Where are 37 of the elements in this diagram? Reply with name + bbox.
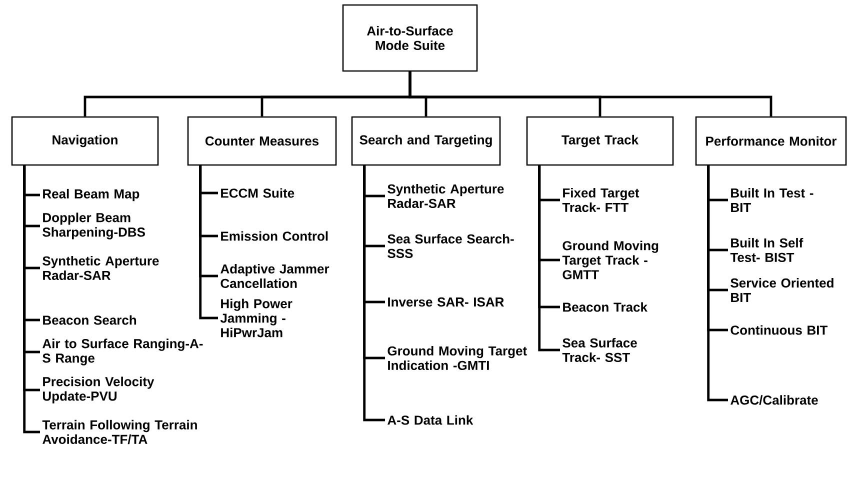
category-box: Target Track (526, 116, 674, 166)
category-box: Counter Measures (187, 116, 337, 166)
mode-label: AGC/Calibrate (730, 395, 818, 405)
mode-label: Synthetic Aperture Radar-SAR (42, 256, 159, 280)
mode-label: Beacon Track (563, 302, 648, 312)
mode-label: Service Oriented BIT (730, 278, 834, 302)
mode-label: Ground Moving Target Indication -GMTI (388, 346, 527, 370)
category-box: Search and Targeting (351, 116, 501, 166)
mode-label: Sea Surface Search-SSS (388, 234, 514, 258)
mode-label: Air to Surface Ranging-A-S Range (42, 338, 203, 366)
connector-line (23, 166, 40, 434)
connector-line (408, 72, 772, 116)
connector-line (199, 166, 218, 320)
category-box: Performance Monitor (695, 116, 847, 166)
mode-label: Continuous BIT (730, 325, 828, 335)
mode-label: ECCM Suite (221, 188, 294, 198)
mode-label: Built In Self Test- BIST (730, 238, 804, 262)
mode-label: Doppler Beam Sharpening-DBS (42, 212, 145, 240)
mode-label: Fixed Target Track- FTT (562, 188, 640, 212)
connector-line (538, 166, 560, 352)
mode-label: Inverse SAR- ISAR (388, 297, 504, 307)
mode-label: Terrain Following Terrain Avoidance-TF/TA (42, 420, 197, 444)
mode-label: High Power Jamming -HiPwrJam (220, 298, 292, 338)
mode-label: Real Beam Map (43, 188, 140, 202)
mode-label: Adaptive Jammer Cancellation (220, 264, 330, 288)
mode-label: A-S Data Link (388, 415, 474, 425)
connector-line (363, 166, 385, 422)
mode-label: Built In Test - BIT (731, 188, 814, 212)
mode-label: Ground Moving Target Track - GMTT (562, 240, 658, 280)
category-box: Navigation (11, 116, 159, 166)
mode-label: Synthetic Aperture Radar-SAR (388, 184, 504, 208)
mode-label: Sea Surface Track- SST (562, 338, 637, 362)
mode-label: Beacon Search (43, 315, 136, 325)
mode-label: Precision Velocity Update-PVU (42, 376, 154, 404)
mode-label: Emission Control (221, 231, 328, 241)
connector-line (707, 166, 728, 402)
title-box: Air-to-Surface Mode Suite (342, 4, 478, 72)
